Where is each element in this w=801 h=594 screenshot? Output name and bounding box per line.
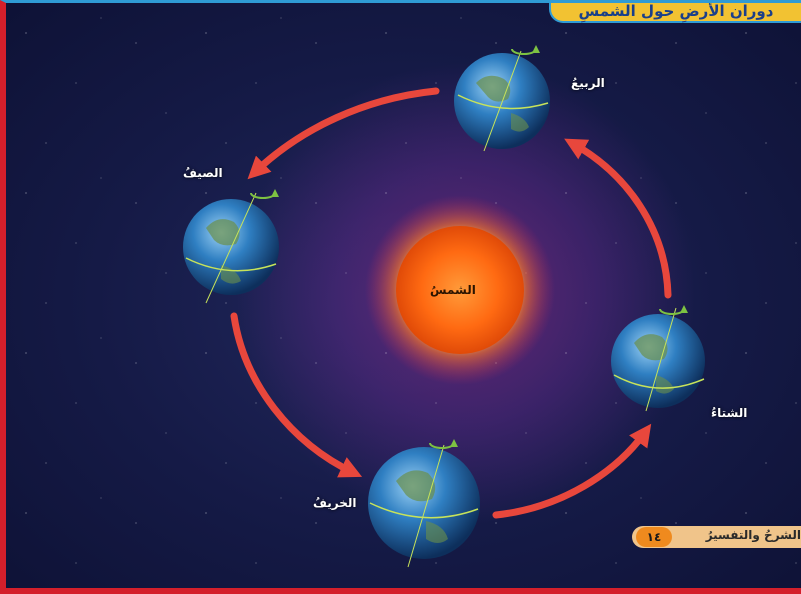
season-label-autumn: الخريفُ (313, 496, 357, 510)
orbit-arrow-winter-to-spring (564, 138, 672, 299)
rotation-arrow-icon (511, 45, 540, 55)
title-bar: دوران الأرضِ حول الشمسِ (549, 2, 801, 23)
page-title: دوران الأرضِ حول الشمسِ (578, 2, 774, 20)
rotation-arrow-icon (250, 189, 279, 199)
season-label-winter: الشتاءُ (711, 406, 748, 420)
section-label: الشرحُ والتفسيرُ (705, 528, 801, 542)
orbit-arrow-spring-to-summer (247, 87, 440, 180)
earth-globe-icon-spring (454, 50, 550, 152)
orbit-arrow-autumn-to-winter (492, 423, 652, 519)
earth-globe-icon-autumn (368, 444, 480, 568)
section-number-badge: ١٤ (636, 527, 672, 547)
orbit-scene (183, 45, 705, 568)
season-label-spring: الربيعُ (571, 76, 605, 90)
section-tag: ١٤ الشرحُ والتفسيرُ (632, 526, 801, 548)
rotation-arrow-icon (429, 439, 458, 449)
earth-globe-icon-winter (611, 307, 705, 412)
orbit-arrow-summer-to-autumn (230, 312, 363, 478)
sun-icon (365, 195, 555, 385)
earth-globe-icon-summer (183, 192, 279, 304)
season-label-summer: الصيفُ (183, 166, 223, 180)
rotation-arrow-icon (659, 305, 688, 315)
sun-label: الشمسُ (430, 283, 476, 297)
